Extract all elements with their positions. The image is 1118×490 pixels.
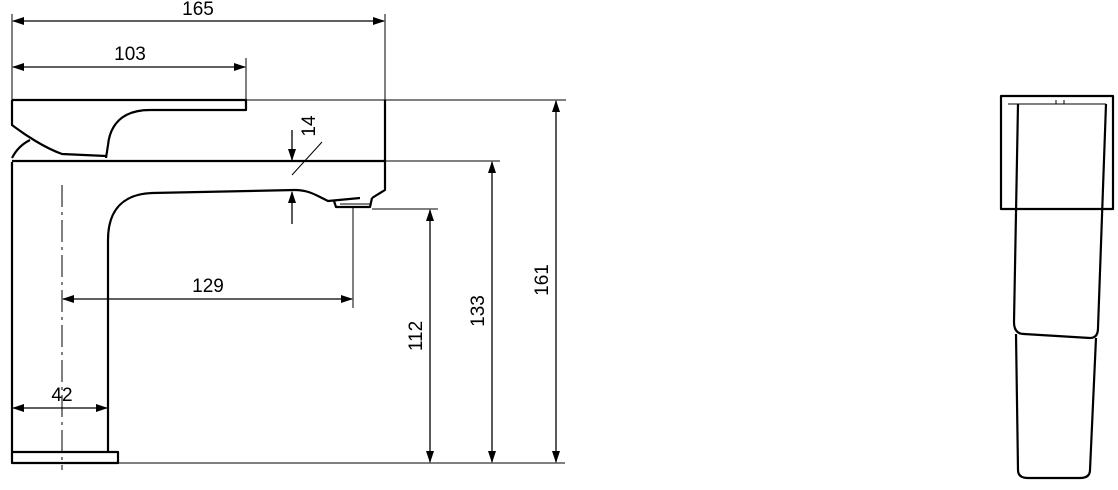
dim-label-161: 161 <box>532 264 553 296</box>
handle-lever <box>12 98 248 159</box>
dimension-total-height: 161 <box>246 99 566 463</box>
dimension-body-height: 133 <box>385 160 500 463</box>
front-lower-body <box>1014 333 1098 480</box>
dimension-base-width: 42 <box>12 385 108 412</box>
dimension-spout-reach: 129 <box>62 207 354 308</box>
front-view-faucet <box>999 94 1115 480</box>
dim-label-133: 133 <box>468 295 489 327</box>
dim-label-14: 14 <box>299 115 320 137</box>
handle-collar <box>11 139 31 159</box>
dim-label-129: 129 <box>192 276 224 297</box>
dimension-flow-height: 14 <box>280 115 323 224</box>
dim-label-112: 112 <box>406 321 427 351</box>
front-upper-body <box>1012 103 1108 340</box>
dimension-outlet-height: 112 <box>118 208 565 464</box>
spout-front <box>371 100 387 199</box>
base-plate <box>10 450 120 465</box>
dimension-handle-length: 103 <box>12 44 247 100</box>
dim-label-103: 103 <box>114 44 146 65</box>
side-view-faucet <box>10 98 387 465</box>
front-top-cap <box>999 94 1115 211</box>
dim-label-165: 165 <box>182 0 214 20</box>
dimension-overall-length: 165 <box>11 0 386 100</box>
handle-lower <box>10 100 107 158</box>
dim-label-42: 42 <box>51 385 72 406</box>
spout-underside <box>106 188 361 241</box>
